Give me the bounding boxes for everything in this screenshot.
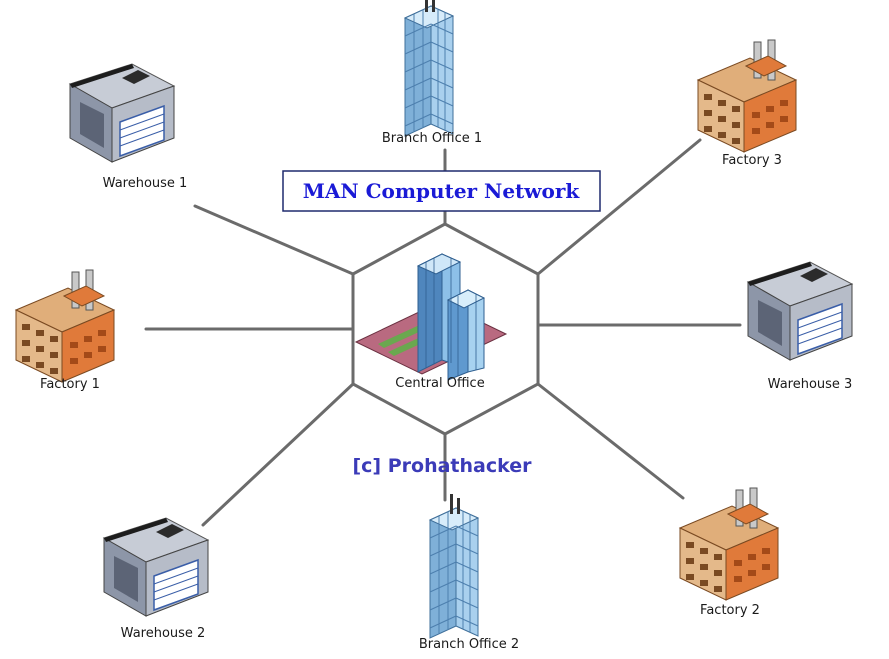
warehouse-1-label: Warehouse 1 [103,176,188,191]
factory-1-label: Factory 1 [40,377,100,392]
diagram-title: MAN Computer Network [282,170,601,212]
warehouse-icon [69,63,175,163]
node-factory-1: Factory 1 [15,269,115,392]
credit-text: [c] Prohathacker [352,455,532,477]
node-branch-office-2: Branch Office 2 [419,493,519,652]
central-office-label: Central Office [395,376,484,391]
link-factory3 [536,138,702,276]
warehouse-2-label: Warehouse 2 [121,626,206,641]
title-text: MAN Computer Network [303,179,581,203]
factory-3-label: Factory 3 [722,153,782,168]
node-factory-3: Factory 3 [697,39,797,168]
node-warehouse-2: Warehouse 2 [103,517,209,641]
branch-office-1-label: Branch Office 1 [382,131,482,146]
node-warehouse-1: Warehouse 1 [69,63,188,191]
link-warehouse2 [201,382,355,527]
office-tower-icon [404,0,454,137]
network-links [144,138,742,527]
warehouse-icon [103,517,209,617]
warehouse-icon [747,261,853,361]
factory-icon [15,269,115,383]
branch-office-2-label: Branch Office 2 [419,637,519,652]
factory-icon [679,487,779,601]
warehouse-3-label: Warehouse 3 [768,377,853,392]
node-factory-2: Factory 2 [679,487,779,618]
node-branch-office-1: Branch Office 1 [382,0,482,146]
node-warehouse-3: Warehouse 3 [747,261,853,392]
skyscraper-icon [355,253,507,381]
office-tower-icon [429,493,479,639]
link-factory2 [536,382,685,500]
factory-2-label: Factory 2 [700,603,760,618]
node-central-office: Central Office [355,253,507,391]
title-box [282,170,601,212]
link-warehouse1 [193,204,355,276]
factory-icon [697,39,797,153]
